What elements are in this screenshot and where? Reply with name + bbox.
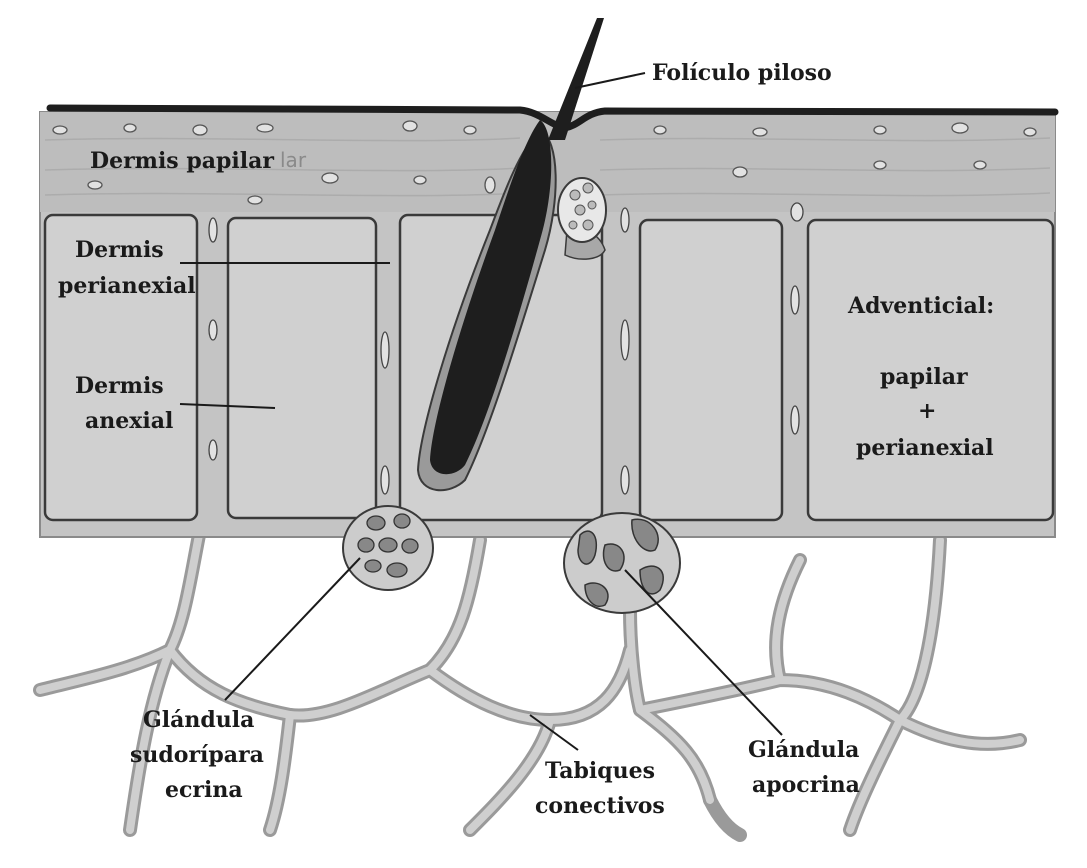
label-septa-2: conectivos [535, 793, 665, 819]
label-perianexial-2: perianexial [58, 273, 196, 299]
eccrine-gland [343, 506, 433, 590]
label-anexial-2: anexial [85, 408, 173, 434]
label-adventicial-plus: + [918, 398, 936, 424]
label-papillary-dermis-trace: lar [280, 148, 307, 172]
label-apocrine-1: Glándula [748, 737, 859, 763]
label-adventicial: Adventicial: [847, 293, 994, 319]
label-eccrine-2: sudorípara [130, 742, 264, 768]
label-perianexial-1: Dermis [75, 237, 164, 263]
label-adventicial-papilar: papilar [880, 364, 968, 390]
label-hair-follicle: Folículo piloso [652, 60, 832, 86]
label-eccrine-3: ecrina [165, 777, 243, 803]
label-anexial-1: Dermis [75, 373, 164, 399]
label-adventicial-perianexial: perianexial [856, 435, 994, 461]
label-septa-1: Tabiques [545, 758, 655, 784]
label-papillary-dermis: Dermis papilar [90, 148, 274, 174]
label-apocrine-2: apocrina [752, 772, 860, 798]
apocrine-gland [564, 513, 680, 613]
label-eccrine-1: Glándula [143, 707, 254, 733]
